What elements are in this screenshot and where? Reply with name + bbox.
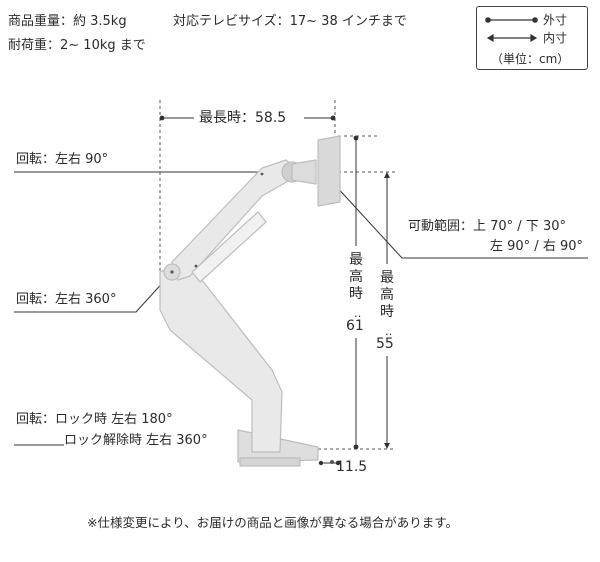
lower-arm xyxy=(159,261,283,453)
legend-outer-label: 外寸 xyxy=(543,13,568,27)
legend-arrows xyxy=(485,17,538,43)
tilt-leader xyxy=(333,183,588,259)
height-inner-top-arrow xyxy=(384,172,390,178)
legend-inner-arrow-left xyxy=(486,33,494,43)
upper-arm xyxy=(171,159,297,281)
base-depth-start-dot xyxy=(318,460,324,466)
max-length-end-dot xyxy=(330,115,336,121)
height-outer-value: 61 xyxy=(346,318,364,334)
vesa-plate xyxy=(317,135,341,207)
height-inner-value: 55 xyxy=(376,336,394,352)
legend-outer-end-dot xyxy=(532,17,538,23)
base-depth-label: 11.5 xyxy=(336,459,368,475)
tv-size-spec: 対応テレビサイズ：17~ 38 インチまで xyxy=(173,14,407,29)
height-inner-bottom-arrow xyxy=(384,443,390,449)
legend-unit-label: （単位：cm） xyxy=(491,52,570,66)
footnote: ※仕様変更により、お届けの商品と画像が異なる場合があります。 xyxy=(87,515,458,530)
height-outer-top-dot xyxy=(353,135,359,141)
height-outer-dots: ‥ xyxy=(354,307,362,320)
weight-spec: 商品重量：約 3.5kg xyxy=(8,14,127,29)
rotate-base-label-2: ロック解除時 左右 360° xyxy=(64,433,208,448)
vesa-neck xyxy=(291,159,317,185)
clamp-knob xyxy=(330,460,334,464)
rotate-mid-label: 回転：左右 360° xyxy=(16,292,117,307)
mid-screw xyxy=(194,264,198,268)
height-outer-bottom-dot xyxy=(353,444,359,450)
height-inner-label: 最高時 xyxy=(380,270,394,320)
legend-inner-label: 内寸 xyxy=(543,31,568,45)
height-outer-label: 最高時 xyxy=(349,252,363,302)
rotate-top-label: 回転：左右 90° xyxy=(16,152,109,167)
upper-arm-spring xyxy=(191,211,267,283)
upper-screw xyxy=(260,172,264,176)
clamp-plate xyxy=(239,457,301,467)
load-spec: 耐荷重：2~ 10kg まで xyxy=(8,38,146,53)
dimension-legend: 外寸 内寸 （単位：cm） xyxy=(476,6,588,70)
rotate-base-label-1: 回転：ロック時 左右 180° xyxy=(16,412,173,427)
max-length-label: 最長時：58.5 xyxy=(199,110,287,126)
legend-inner-arrow-right xyxy=(530,33,538,43)
max-length-start-dot xyxy=(159,115,165,121)
elbow-screw xyxy=(170,270,174,274)
height-inner-dots: ‥ xyxy=(385,325,393,338)
base-depth-end-dot xyxy=(335,460,341,466)
tilt-label-1: 可動範囲：上 70° / 下 30° xyxy=(408,219,566,234)
tilt-label-2: 左 90° / 右 90° xyxy=(490,239,583,254)
